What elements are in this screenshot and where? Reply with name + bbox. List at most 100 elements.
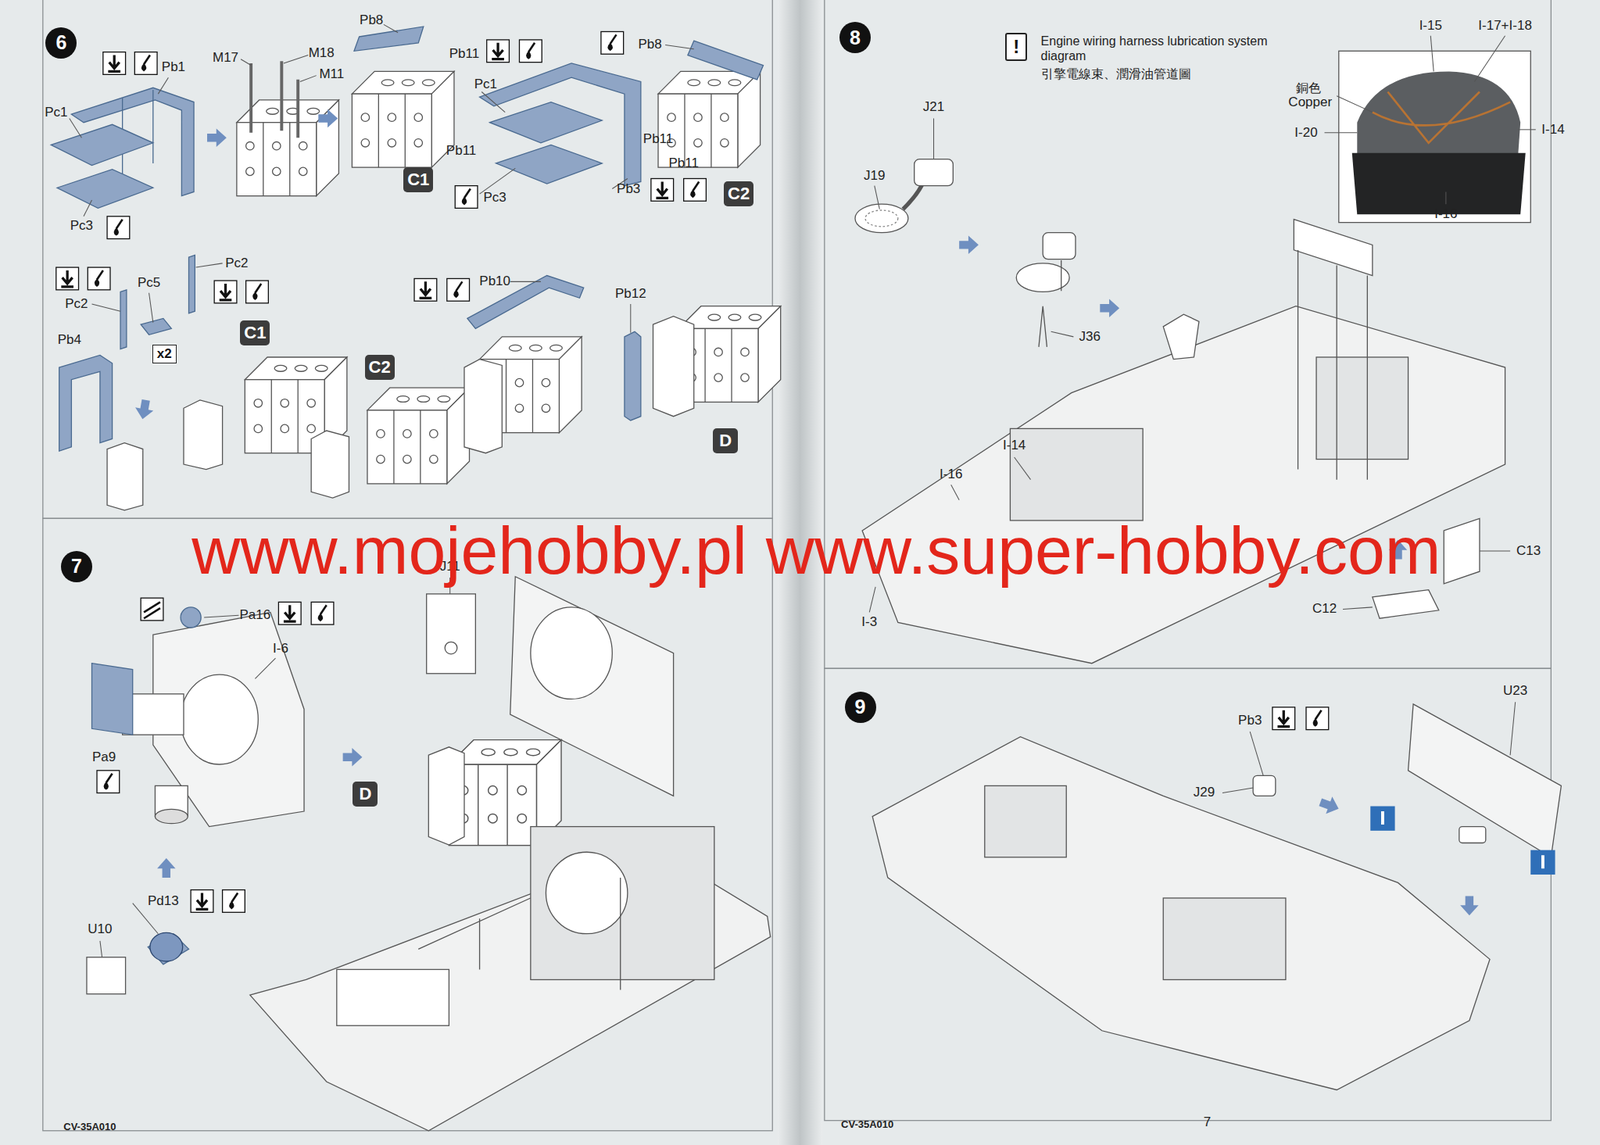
step9-parts xyxy=(1408,704,1562,858)
part-label: I-15 xyxy=(1419,17,1443,34)
instruction-icons xyxy=(214,280,237,304)
leader-lines xyxy=(874,186,881,210)
step9-parts xyxy=(1460,895,1479,916)
part-label: Pb3 xyxy=(1238,712,1262,729)
node-text: C2 xyxy=(727,183,750,205)
note-text: 引擎電線束、潤滑油管道圖 xyxy=(1041,66,1192,83)
instruction-icons xyxy=(134,52,158,76)
part-label: M18 xyxy=(308,45,335,61)
quantity-box: x2 xyxy=(152,344,177,364)
part-label: Pa16 xyxy=(239,607,272,623)
step6-parts xyxy=(495,144,602,184)
part-label: Pc2 xyxy=(225,255,248,272)
step6-parts xyxy=(120,289,127,350)
leader-lines xyxy=(1249,731,1264,776)
step-frames xyxy=(42,518,773,1131)
node-text: D xyxy=(719,430,732,452)
node-text: C2 xyxy=(368,357,391,378)
leader-lines xyxy=(1479,551,1511,552)
step8-parts xyxy=(1163,314,1200,359)
step7-parts xyxy=(143,601,161,619)
step9-parts xyxy=(1252,775,1276,796)
step7-parts xyxy=(444,641,458,655)
step8-parts xyxy=(1372,590,1439,620)
step6-parts xyxy=(687,40,764,80)
instruction-icons xyxy=(222,890,246,913)
step7-parts xyxy=(157,858,176,878)
leader-lines xyxy=(383,24,398,33)
part-label: Pb8 xyxy=(637,36,662,53)
instruction-icons xyxy=(107,216,130,240)
step6-parts xyxy=(464,359,502,454)
catalog-number: CV-35A010 xyxy=(841,1118,894,1131)
part-label: Pc1 xyxy=(474,76,498,93)
leader-lines xyxy=(1518,128,1536,130)
instruction-icons xyxy=(651,178,674,201)
step6-parts xyxy=(250,60,298,138)
leader-lines xyxy=(300,75,317,83)
step8-parts xyxy=(1338,50,1531,222)
leader-lines xyxy=(1510,701,1516,756)
part-label: Pb4 xyxy=(57,332,82,348)
node-text: ! xyxy=(1012,35,1020,58)
step6-parts xyxy=(50,124,154,165)
step8-parts xyxy=(1443,518,1480,584)
part-label: Pb12 xyxy=(615,286,647,302)
step-frames xyxy=(42,0,773,519)
step6-parts xyxy=(367,387,470,484)
step7-parts xyxy=(150,932,183,962)
instruction-icons xyxy=(683,178,707,201)
step6-parts xyxy=(318,109,338,129)
part-label: Pb11 xyxy=(446,143,477,159)
step6-parts xyxy=(490,102,603,144)
leader-lines xyxy=(1222,787,1253,794)
step8-parts xyxy=(914,159,954,187)
subassembly-tag: C1 xyxy=(403,167,434,193)
instruction-icons xyxy=(454,186,478,209)
part-label: I-17+I-18 xyxy=(1478,17,1532,34)
step-number: 7 xyxy=(60,551,93,583)
step7-parts xyxy=(86,576,771,1132)
step6-parts xyxy=(59,354,113,452)
step6-parts xyxy=(624,331,641,421)
part-label: J21 xyxy=(923,99,945,115)
step6-parts xyxy=(107,443,144,511)
part-label: Pb10 xyxy=(479,273,511,290)
instruction-icons xyxy=(486,39,510,63)
step9-parts xyxy=(872,704,1561,1091)
step8-parts xyxy=(1298,250,1368,480)
leader-lines xyxy=(479,168,516,194)
step7-parts xyxy=(530,607,613,700)
step8-parts xyxy=(1316,357,1408,460)
part-label: U23 xyxy=(1503,683,1528,699)
leader-lines xyxy=(204,615,239,618)
part-label: I-14 xyxy=(1541,121,1565,138)
step7-parts xyxy=(180,607,201,628)
step7-parts xyxy=(91,663,133,735)
node-text: 8 xyxy=(849,26,861,50)
step7-parts xyxy=(418,877,620,991)
step7-parts xyxy=(154,808,188,824)
instruction-icons xyxy=(56,267,79,290)
part-label: Pb11 xyxy=(449,46,480,62)
step7-parts xyxy=(180,674,258,765)
leader-lines xyxy=(665,44,695,49)
subassembly-tag: D xyxy=(712,428,738,454)
instruction-icons xyxy=(246,280,269,304)
part-label: M11 xyxy=(318,66,344,83)
step8-parts xyxy=(855,204,909,233)
part-label: C12 xyxy=(1312,601,1337,617)
step9-parts xyxy=(1382,811,1543,869)
step6-parts xyxy=(133,398,155,422)
instruction-icons xyxy=(601,31,624,54)
leader-lines xyxy=(933,118,935,159)
part-label: I-6 xyxy=(272,640,289,657)
part-label: Pc1 xyxy=(44,104,68,121)
leader-lines xyxy=(69,24,1536,957)
leader-lines xyxy=(869,587,876,613)
leader-lines xyxy=(1336,96,1373,113)
part-label: Pb11 xyxy=(643,131,673,147)
part-label: Pc5 xyxy=(137,275,161,291)
leader-lines xyxy=(951,484,960,501)
